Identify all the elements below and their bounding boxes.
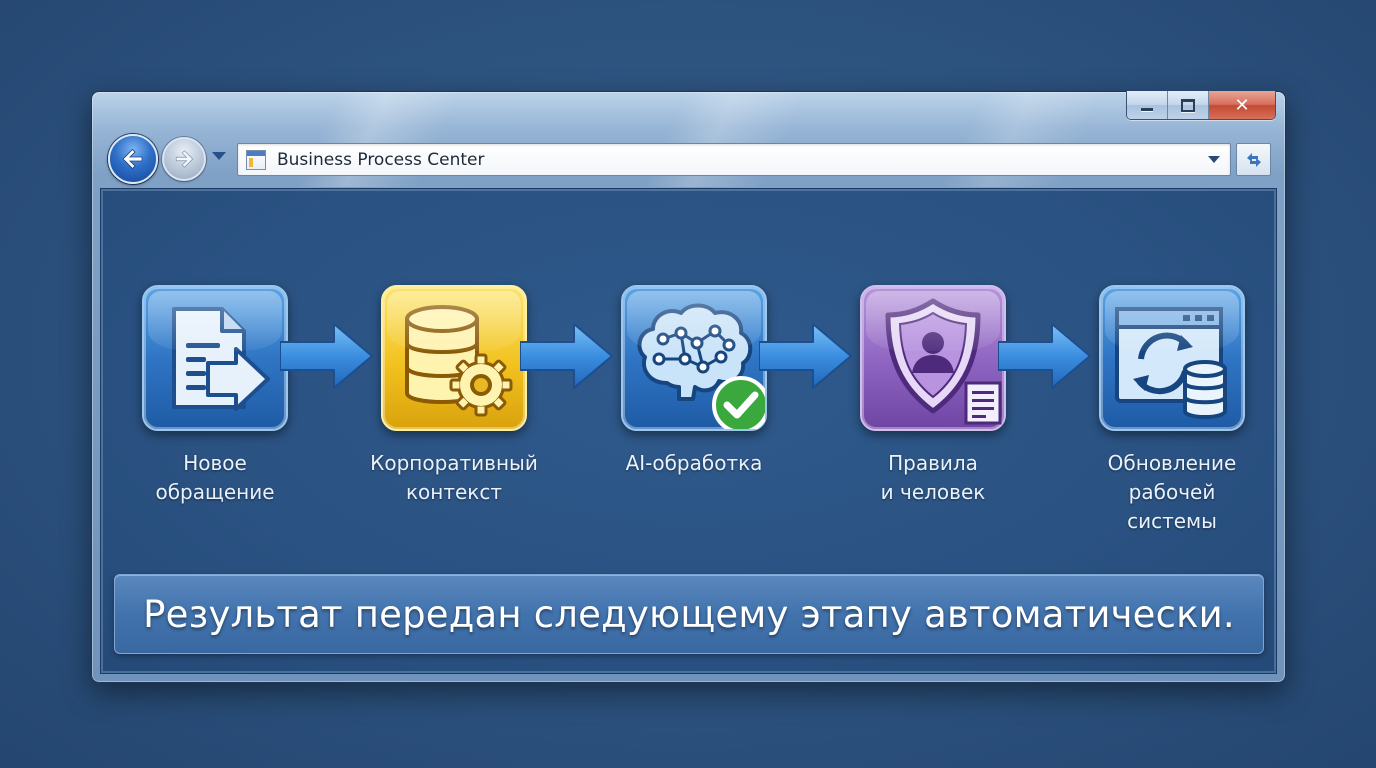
caption-buttons: ✕ — [1126, 91, 1276, 120]
step-label: Новое обращение — [155, 451, 275, 504]
maximize-button[interactable] — [1168, 91, 1209, 119]
close-icon: ✕ — [1234, 94, 1250, 116]
maximize-icon — [1181, 98, 1195, 112]
step-tile[interactable] — [1099, 285, 1245, 431]
back-arrow-icon — [122, 148, 143, 170]
step-label: Обновление рабочей системы — [1107, 451, 1237, 533]
minimize-icon — [1141, 107, 1153, 111]
chevron-down-icon[interactable] — [1208, 156, 1220, 163]
refresh-icon — [1246, 152, 1261, 167]
close-button[interactable]: ✕ — [1209, 91, 1275, 119]
step-rules-and-human[interactable]: Правила и человек — [848, 285, 1018, 507]
step-tile[interactable] — [860, 285, 1006, 431]
forward-button[interactable] — [162, 137, 206, 181]
window-sync-database-icon — [1115, 307, 1227, 419]
step-label: Правила и человек — [880, 451, 986, 504]
address-text[interactable]: Business Process Center — [277, 149, 485, 170]
step-label: AI-обработка — [625, 451, 763, 475]
arrow-right-icon — [280, 323, 373, 389]
banner-text: Результат передан следующему этапу автом… — [143, 592, 1235, 636]
step-update-work-system[interactable]: Обновление рабочей системы — [1087, 285, 1257, 536]
arrow-right-icon — [998, 323, 1091, 389]
step-tile[interactable] — [621, 285, 767, 431]
brain-check-icon — [637, 303, 765, 429]
step-corporate-context[interactable]: Корпоративный контекст — [369, 285, 539, 507]
arrow-right-icon — [759, 323, 852, 389]
address-bar[interactable]: Business Process Center — [237, 143, 1231, 176]
status-banner: Результат передан следующему этапу автом… — [114, 574, 1264, 654]
refresh-button[interactable] — [1236, 143, 1271, 176]
step-tile[interactable] — [381, 285, 527, 431]
page-icon — [246, 149, 266, 170]
arrow-right-icon — [520, 323, 613, 389]
minimize-button[interactable] — [1127, 91, 1168, 119]
back-button[interactable] — [108, 134, 158, 184]
document-arrow-icon — [172, 307, 270, 411]
step-tile[interactable] — [142, 285, 288, 431]
dropdown-triangle-icon[interactable] — [212, 152, 226, 160]
shield-person-icon — [885, 298, 1002, 425]
database-gear-icon — [405, 305, 513, 417]
step-label: Корпоративный контекст — [370, 451, 538, 504]
content-pane: Новое обращение — [100, 188, 1277, 674]
app-window: ✕ Business Process Center — [91, 91, 1286, 683]
step-new-request[interactable]: Новое обращение — [130, 285, 300, 507]
forward-arrow-icon — [175, 150, 194, 168]
step-ai-processing[interactable]: AI-обработка — [609, 285, 779, 478]
